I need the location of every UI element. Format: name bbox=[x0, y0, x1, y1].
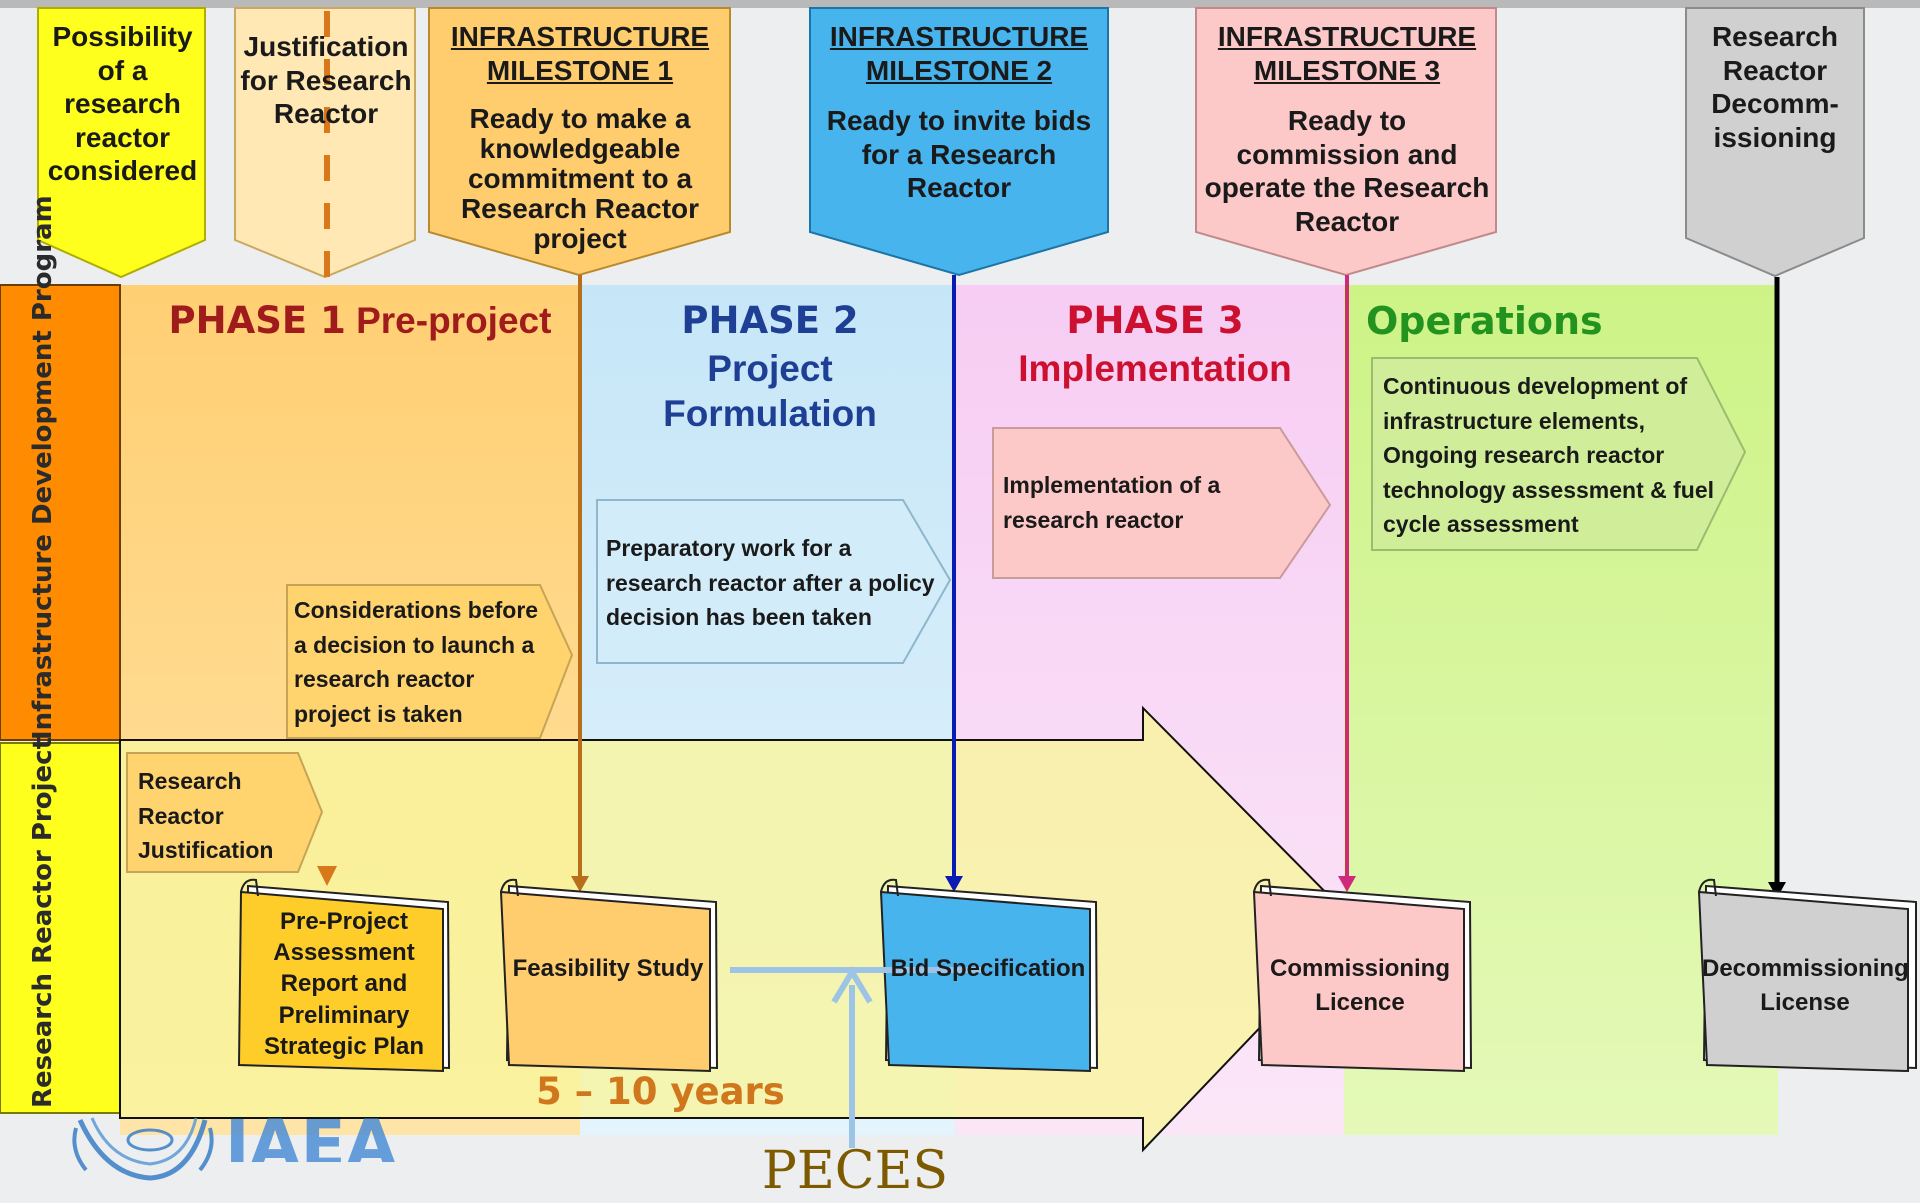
decommissioning-milestone-text: Research Reactor Decomm-issioning bbox=[1711, 21, 1839, 153]
infrastructure-row-bar bbox=[0, 284, 121, 741]
implementation-arrow bbox=[992, 427, 1332, 579]
pre-project-document bbox=[237, 878, 451, 1073]
milestone1-shape bbox=[428, 7, 731, 277]
considerations-arrow bbox=[286, 584, 574, 739]
commissioning-document bbox=[1252, 878, 1473, 1073]
iaea-logo-text: IAEA bbox=[225, 1112, 397, 1162]
milestone3-shape bbox=[1195, 7, 1497, 277]
iaea-emblem-icon bbox=[72, 1117, 214, 1181]
infrastructure-row-label: Infrastructure Development Program bbox=[28, 195, 58, 740]
top-bar bbox=[0, 0, 1920, 8]
milestone2-text: Ready to invite bids for a Research Reac… bbox=[826, 105, 1092, 204]
decommissioning-milestone-shape bbox=[1685, 7, 1865, 278]
peces-label: PECES bbox=[761, 1141, 949, 1201]
decommissioning-arrowhead bbox=[1768, 882, 1786, 898]
peces-arrowhead bbox=[831, 966, 873, 1004]
commissioning-document-text: Commissioning Licence bbox=[1269, 955, 1450, 1016]
phase1-name: Pre-project bbox=[356, 300, 552, 341]
continuous-development-text: Continuous development of infrastructure… bbox=[1383, 373, 1715, 537]
project-row-bar bbox=[0, 742, 121, 1114]
milestone3-arrowhead bbox=[1338, 876, 1356, 892]
pre-project-document-text: Pre-Project Assessment Report and Prelim… bbox=[263, 908, 425, 1060]
milestone2-shape bbox=[809, 7, 1109, 277]
phase1-label: PHASE 1 bbox=[168, 299, 346, 342]
duration-label: 5 – 10 years bbox=[536, 1070, 785, 1113]
possibility-milestone-shape bbox=[37, 7, 206, 279]
phase3-name: Implementation bbox=[1018, 348, 1292, 389]
milestone3-title: INFRASTRUCTURE MILESTONE 3 bbox=[1217, 21, 1477, 86]
phase2-name: Project Formulation bbox=[663, 348, 877, 435]
justification-arrowhead bbox=[317, 866, 337, 886]
rr-justification-text: Research Reactor Justification bbox=[138, 768, 274, 863]
bid-document-text: Bid Specification bbox=[890, 955, 1086, 982]
milestone2-title: INFRASTRUCTURE MILESTONE 2 bbox=[829, 21, 1089, 86]
project-row-label: Research Reactor Project bbox=[28, 736, 58, 1108]
bid-document bbox=[879, 878, 1099, 1073]
milestone1-text: Ready to make a knowledgeable commitment… bbox=[460, 103, 700, 254]
implementation-text: Implementation of a research reactor bbox=[1003, 472, 1221, 533]
continuous-development-arrow bbox=[1371, 357, 1747, 551]
decommissioning-document-text: Decommissioning License bbox=[1702, 955, 1909, 1016]
milestone2-arrowhead bbox=[945, 876, 963, 892]
feasibility-document bbox=[499, 878, 719, 1073]
milestone1-title: INFRASTRUCTURE MILESTONE 1 bbox=[450, 21, 710, 86]
possibility-milestone-text: Possibility of a research reactor consid… bbox=[47, 21, 198, 187]
feasibility-document-text: Feasibility Study bbox=[512, 955, 704, 982]
phase3-label: PHASE 3 bbox=[1066, 299, 1244, 342]
rr-justification-arrow bbox=[126, 752, 324, 873]
preparatory-arrow bbox=[596, 499, 952, 664]
decommissioning-document bbox=[1697, 878, 1917, 1073]
justification-milestone-shape bbox=[234, 7, 416, 279]
phase2-label: PHASE 2 bbox=[681, 299, 859, 342]
preparatory-text: Preparatory work for a research reactor … bbox=[606, 535, 935, 630]
milestone1-arrowhead bbox=[571, 876, 589, 892]
operations-label: Operations bbox=[1366, 299, 1603, 343]
considerations-text: Considerations before a decision to laun… bbox=[294, 597, 539, 727]
milestone3-text: Ready to commission and operate the Rese… bbox=[1204, 105, 1490, 237]
justification-milestone-text: Justification for Research Reactor bbox=[240, 31, 412, 130]
